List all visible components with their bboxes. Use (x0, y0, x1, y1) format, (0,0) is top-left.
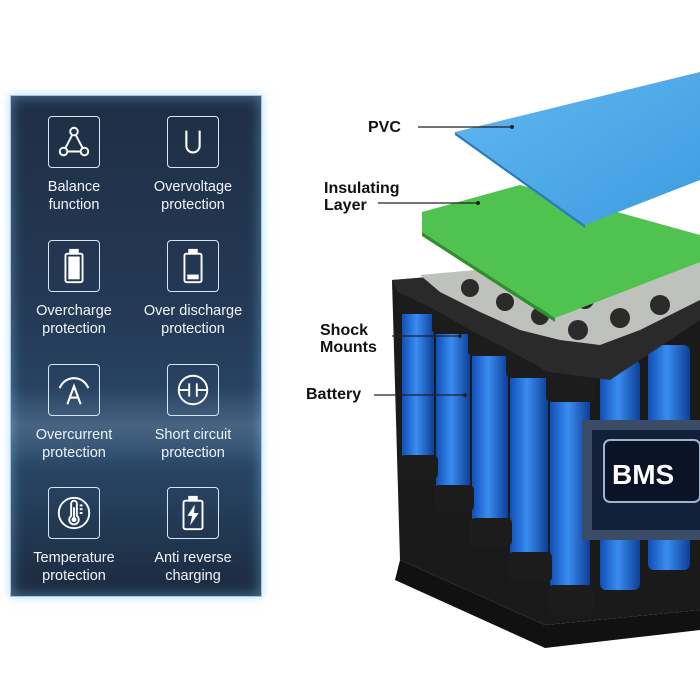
pvc-layer (455, 72, 700, 228)
shock-label-line1: Shock (320, 322, 369, 339)
feature-anti-reverse: Anti reverse charging (135, 487, 251, 585)
feature-label: protection (161, 321, 225, 337)
feature-label: protection (161, 197, 225, 213)
insulating-label-line1: Insulating (324, 180, 400, 197)
feature-label: Overcharge (36, 303, 112, 319)
battery-label: Battery (306, 386, 362, 403)
feature-label: Balance (47, 179, 101, 195)
feature-label: function (48, 197, 100, 213)
features-panel: Balance function Overvoltage protection Ov… (10, 95, 262, 597)
feature-overcharge: Overcharge protection (16, 240, 132, 338)
feature-label: charging (165, 568, 221, 584)
feature-label: Temperature (33, 550, 115, 566)
bms-label: BMS (612, 459, 674, 490)
feature-label: protection (42, 568, 106, 584)
feature-label: protection (42, 321, 106, 337)
insulating-label: Insulating Layer (324, 180, 400, 214)
pvc-label: PVC (368, 119, 401, 136)
bms-chip: BMS (582, 420, 700, 540)
u-letter-icon (167, 116, 219, 168)
battery-bolt-icon (167, 487, 219, 539)
feature-over-discharge: Over discharge protection (135, 240, 251, 338)
feature-label: Overvoltage (153, 179, 233, 195)
callout-lines (374, 126, 512, 396)
feature-label: Anti reverse (154, 550, 232, 566)
insulating-label-line2: Layer (324, 197, 367, 214)
feature-label: Over discharge (143, 303, 243, 319)
feature-overvoltage: Overvoltage protection (135, 116, 251, 214)
insulating-layer (422, 185, 700, 322)
triangle-nodes-icon (48, 116, 100, 168)
battery-low-icon (167, 240, 219, 292)
battery-full-icon (48, 240, 100, 292)
thermometer-icon (48, 487, 100, 539)
feature-balance: Balance function (16, 116, 132, 214)
shock-label-line2: Mounts (320, 339, 377, 356)
feature-temperature: Temperature protection (16, 487, 132, 585)
shock-mounts-label: Shock Mounts (320, 322, 377, 356)
